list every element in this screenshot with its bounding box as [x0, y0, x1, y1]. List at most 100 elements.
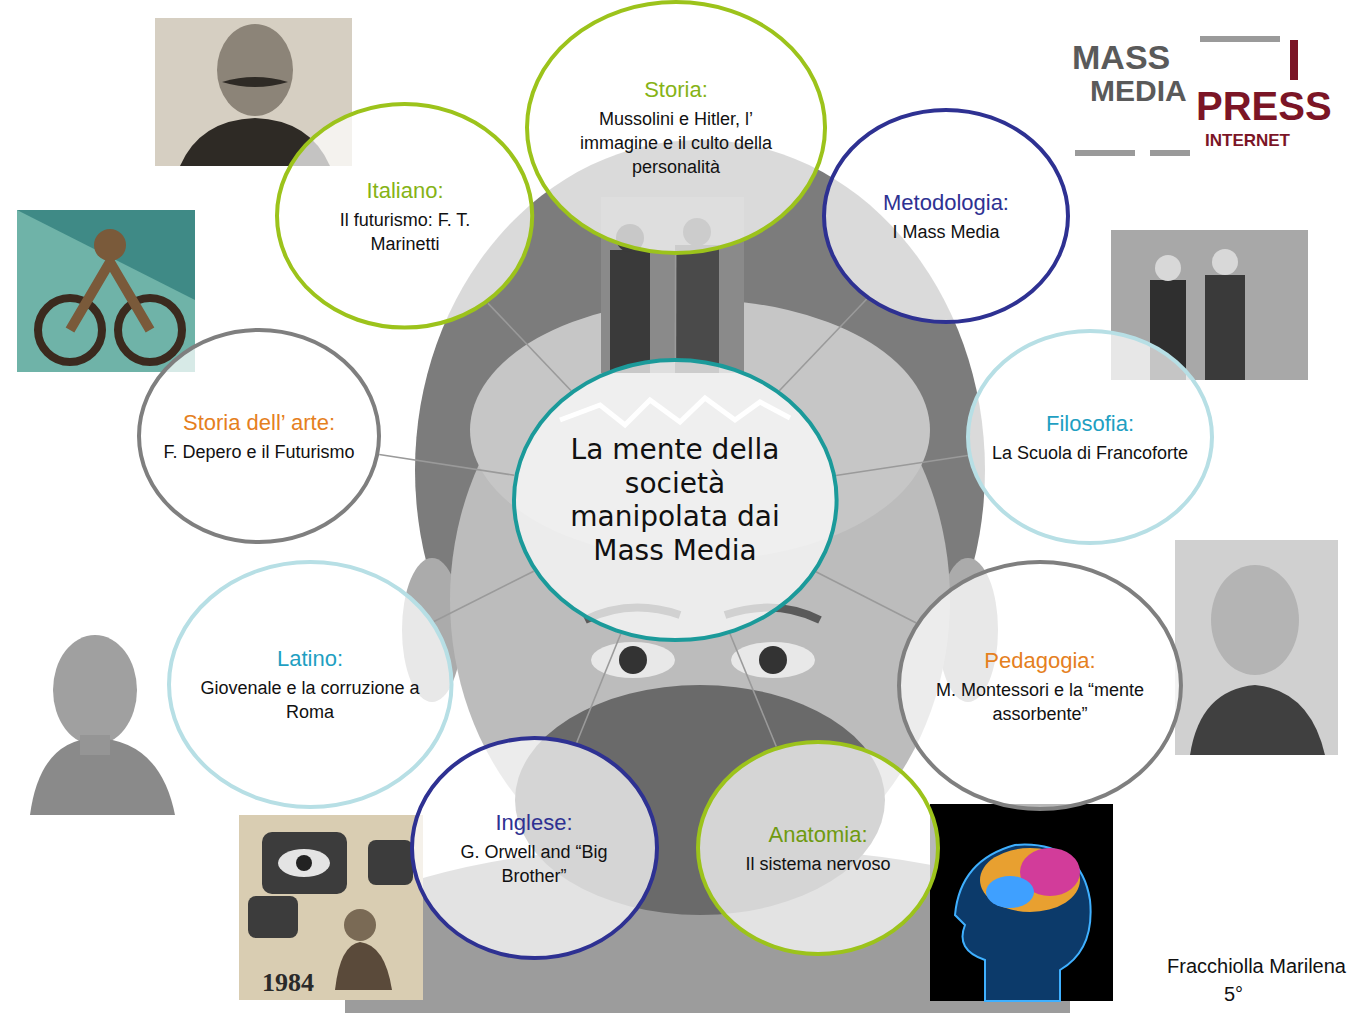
circle-outline — [139, 330, 379, 542]
frankfurt-school-photo-part — [1155, 255, 1181, 281]
orwell-1984-art-part — [344, 909, 376, 941]
futurist-cyclist-painting-part — [70, 262, 150, 330]
circle-outline-frame — [696, 740, 940, 956]
connector-line — [577, 634, 621, 743]
subject-heading: Inglese: — [439, 808, 629, 838]
subject-body: G. Orwell and “Big Brother” — [439, 840, 629, 889]
orwell-1984-art — [239, 815, 423, 1000]
orwell-1984-art-part — [278, 849, 330, 877]
word-cloud-part — [1068, 30, 1335, 168]
subject-body: Giovenale e la corruzione a Roma — [195, 676, 425, 725]
subject-body: F. Depero e il Futurismo — [163, 440, 354, 464]
connector-line — [675, 255, 677, 358]
word-cloud-word: INTERNET — [1205, 132, 1290, 149]
circle-text-group: Storia:Mussolini e Hitler, l’ immagine e… — [561, 75, 791, 180]
montessori-portrait — [1175, 540, 1338, 755]
circle-text-group: Anatomia:Il sistema nervoso — [745, 820, 890, 876]
face-portrait-part — [759, 646, 787, 674]
orwell-1984-art-part — [368, 840, 413, 885]
central-topic-circle: La mente della società manipolata dai Ma… — [512, 358, 839, 642]
circle-outline — [968, 331, 1212, 543]
subject-circle: Inglese:G. Orwell and “Big Brother” — [410, 736, 659, 960]
word-cloud-part — [1075, 150, 1135, 156]
face-portrait-part — [619, 646, 647, 674]
subject-body: M. Montessori e la “mente assorbente” — [925, 678, 1155, 727]
connector-line — [730, 634, 776, 747]
roman-bust-part — [80, 735, 110, 755]
orwell-1984-art-part — [296, 855, 312, 871]
subject-circle: Filosofia:La Scuola di Francoforte — [966, 329, 1214, 545]
futurist-cyclist-painting — [17, 210, 195, 372]
class-label: 5° — [1224, 984, 1243, 1004]
connector-line — [779, 299, 866, 391]
circle-outline — [277, 104, 532, 328]
futurist-cyclist-painting-part — [17, 210, 195, 372]
circle-outline — [527, 2, 825, 253]
circle-outline — [169, 562, 452, 807]
subject-heading: Anatomia: — [745, 820, 890, 850]
subject-heading: Storia dell’ arte: — [163, 408, 354, 438]
book-title: 1984 — [262, 970, 314, 996]
circle-text-group: Inglese:G. Orwell and “Big Brother” — [439, 808, 629, 888]
frankfurt-school-photo-part — [1205, 275, 1245, 380]
word-cloud — [1068, 30, 1335, 168]
subject-heading: Metodologia: — [883, 188, 1009, 218]
circle-outline — [899, 562, 1181, 809]
roman-bust-part — [53, 635, 137, 745]
subject-circle: Pedagogia:M. Montessori e la “mente asso… — [897, 560, 1183, 811]
subject-circle: Latino:Giovenale e la corruzione a Roma — [167, 560, 454, 809]
circle-outline-frame — [966, 329, 1214, 545]
subject-body: Il futurismo: F. T. Marinetti — [305, 208, 505, 257]
subject-heading: Latino: — [195, 644, 425, 674]
futurist-cyclist-painting-part — [94, 229, 126, 261]
subject-body: Mussolini e Hitler, l’ immagine e il cul… — [561, 106, 791, 179]
subject-circle: Storia dell’ arte:F. Depero e il Futuris… — [137, 328, 381, 544]
orwell-1984-art-part — [248, 896, 298, 938]
brain-illustration-part — [980, 848, 1080, 912]
brain-illustration-part — [930, 804, 1113, 1001]
word-cloud-word: PRESS — [1196, 86, 1332, 126]
subject-heading: Pedagogia: — [925, 646, 1155, 676]
face-portrait-part — [591, 642, 675, 678]
connector-line — [434, 571, 534, 621]
circle-outline — [514, 360, 837, 640]
author-name: Fracchiolla Marilena — [1167, 956, 1346, 976]
montessori-portrait-part — [1211, 565, 1299, 675]
montessori-portrait-part — [1175, 540, 1338, 755]
circle-text-group: Filosofia:La Scuola di Francoforte — [992, 409, 1188, 465]
futurist-cyclist-painting-part — [17, 210, 195, 372]
word-cloud-part — [1200, 36, 1280, 42]
subject-body: La Scuola di Francoforte — [992, 441, 1188, 465]
orwell-1984-art-part — [335, 942, 392, 990]
circle-text-group: Pedagogia:M. Montessori e la “mente asso… — [925, 646, 1155, 726]
subject-circle: Storia:Mussolini e Hitler, l’ immagine e… — [525, 0, 827, 255]
subject-circle: Italiano:Il futurismo: F. T. Marinetti — [275, 102, 534, 330]
word-cloud-word: MEDIA — [1090, 76, 1187, 106]
orwell-1984-art-part — [262, 832, 347, 894]
connector-line — [836, 456, 968, 476]
marinetti-photo-part — [222, 77, 288, 87]
circle-outline — [698, 742, 938, 954]
subject-circle: Anatomia:Il sistema nervoso — [696, 740, 940, 956]
subject-body: I Mass Media — [883, 220, 1009, 244]
subject-circle: Metodologia:I Mass Media — [822, 108, 1070, 324]
circle-text-group: La mente della società manipolata dai Ma… — [555, 433, 795, 567]
dictators-photo-part — [610, 250, 650, 373]
subject-heading: Italiano: — [305, 176, 505, 206]
connector-line — [488, 303, 571, 390]
word-cloud-word: MASS — [1072, 40, 1170, 74]
frankfurt-school-photo-part — [1212, 249, 1238, 275]
circle-outline-frame — [822, 108, 1070, 324]
orwell-1984-art-part — [239, 815, 423, 1000]
circle-outline — [824, 110, 1068, 322]
brain-illustration-part — [986, 876, 1034, 908]
circle-text-group: Metodologia:I Mass Media — [883, 188, 1009, 244]
marinetti-photo-part — [217, 24, 293, 116]
connector-line — [379, 454, 514, 475]
connector-line — [816, 572, 916, 623]
word-cloud-part — [1290, 40, 1298, 80]
circle-text-group: Latino:Giovenale e la corruzione a Roma — [195, 644, 425, 724]
circle-text-group: Storia dell’ arte:F. Depero e il Futuris… — [163, 408, 354, 464]
montessori-portrait-part — [1190, 685, 1325, 755]
circle-outline — [412, 738, 657, 958]
